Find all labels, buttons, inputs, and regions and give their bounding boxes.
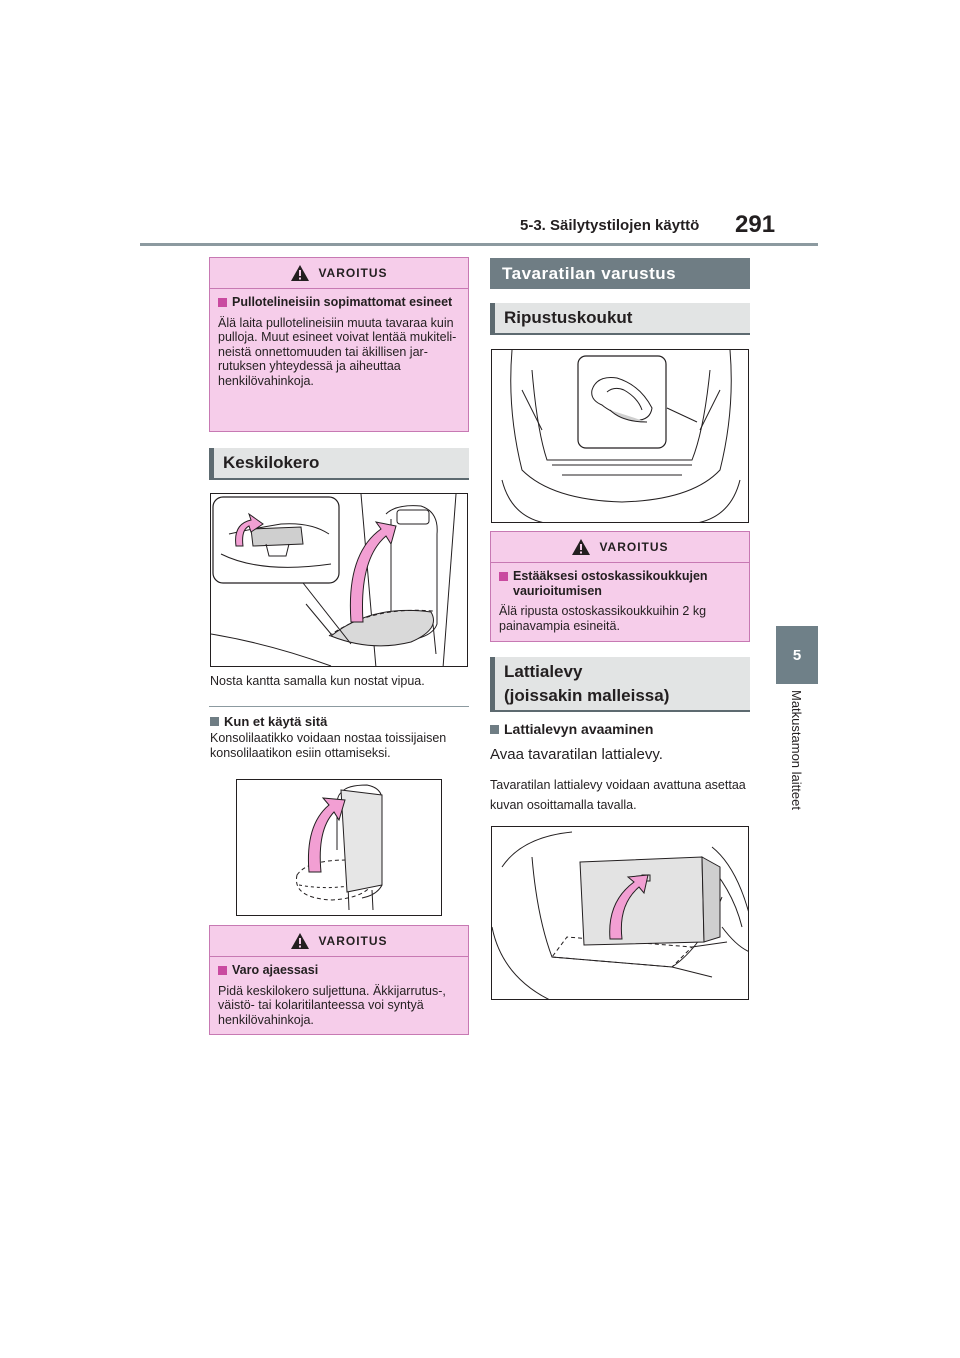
section-heading-console: Keskilokero	[209, 448, 469, 480]
warning-box-bottles: VAROITUS Pullotelineisiin sopimattomat e…	[209, 257, 469, 432]
warning-label: VAROITUS	[599, 540, 669, 554]
hooks-figure	[491, 349, 749, 523]
secondary-console-illustration	[295, 784, 383, 911]
warning-title: Estääksesi ostoskassikoukkujen vaurioitu…	[499, 569, 741, 598]
bullet-square-icon	[210, 717, 219, 726]
warning-text: Älä laita pullotelineisiin muuta tavaraa…	[218, 315, 457, 388]
warning-header: VAROITUS	[210, 926, 468, 957]
floor-board-figure	[491, 826, 749, 1000]
chapter-number: 5	[792, 646, 802, 664]
instruction-note: Tavaratilan lattialevy voidaan avattuna …	[490, 778, 746, 812]
warning-triangle-icon	[291, 265, 310, 281]
bullet-square-icon	[218, 298, 227, 307]
section-heading-floor: Lattialevy (joissakin malleissa)	[490, 657, 750, 712]
section-heading-luggage: Tavaratilan varustus	[490, 258, 750, 289]
body-text: Konsolilaatikko voidaan nostaa toissijai…	[210, 731, 447, 760]
header-divider	[140, 243, 818, 246]
section-heading-hooks: Ripustuskoukut	[490, 303, 750, 335]
page-number: 291	[735, 211, 776, 238]
console-lid-illustration	[211, 494, 457, 666]
trunk-floor-illustration	[492, 831, 748, 999]
warning-box-driving: VAROITUS Varo ajaessasi Pidä keskilokero…	[209, 925, 469, 1035]
warning-label: VAROITUS	[318, 934, 388, 948]
bullet-square-icon	[218, 966, 227, 975]
warning-header: VAROITUS	[210, 258, 468, 289]
chapter-tab: 5	[776, 626, 818, 684]
warning-box-hooks: VAROITUS Estääksesi ostoskassikoukkujen …	[490, 531, 750, 642]
bullet-square-icon	[490, 724, 499, 734]
subheading-floor-opening: Lattialevyn avaaminen	[490, 721, 653, 737]
warning-text: Älä ripusta ostoskassikoukkuihin 2 kg pa…	[499, 604, 707, 633]
divider	[209, 706, 469, 707]
warning-title: Pullotelineisiin sopimattomat esineet	[218, 295, 460, 310]
warning-header: VAROITUS	[491, 532, 749, 563]
section-heading-floor-line2: (joissakin malleissa)	[504, 685, 670, 705]
warning-title: Varo ajaessasi	[218, 963, 460, 978]
warning-label: VAROITUS	[318, 266, 388, 280]
bullet-square-icon	[499, 572, 508, 581]
section-heading-floor-line1: Lattialevy	[504, 661, 583, 681]
trunk-hooks-illustration	[501, 350, 741, 522]
instruction-step: Avaa tavaratilan lattialevy.	[490, 746, 663, 763]
chapter-title: Matkustamon laitteet	[789, 690, 804, 810]
console-figure	[210, 493, 468, 667]
warning-triangle-icon	[572, 539, 591, 555]
figure-caption: Nosta kantta samalla kun nostat vipua.	[210, 674, 425, 688]
console-lift-figure	[236, 779, 442, 916]
section-header: 5-3. Säilytystilojen käyttö	[520, 217, 700, 234]
subheading-not-in-use: Kun et käytä sitä	[210, 714, 327, 729]
warning-triangle-icon	[291, 933, 310, 949]
warning-text: Pidä keskilokero suljettuna. Äkkijarrutu…	[218, 983, 446, 1027]
